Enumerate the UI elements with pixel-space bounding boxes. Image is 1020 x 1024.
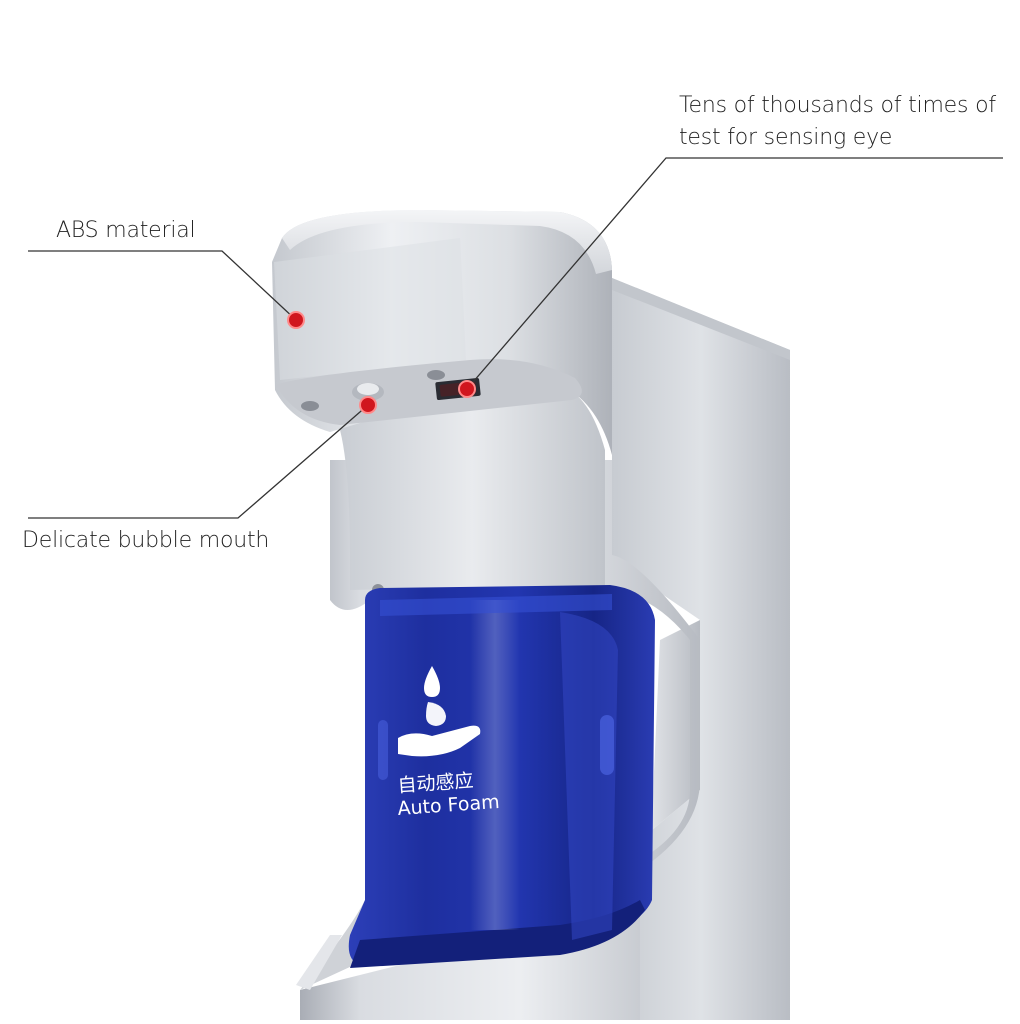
hand-drop-icon (398, 666, 481, 757)
marker-abs (287, 311, 305, 329)
callout-sensing-eye: Tens of thousands of times of test for s… (679, 90, 996, 154)
leader-line-bubble-mouth (28, 404, 369, 519)
callout-bubble-mouth: Delicate bubble mouth (22, 528, 270, 553)
leader-line-abs (28, 250, 297, 321)
callout-abs-material: ABS material (56, 218, 196, 243)
marker-sensing-eye (458, 380, 476, 398)
callout-leader-lines (28, 157, 1003, 519)
marker-bubble-mouth (359, 396, 377, 414)
soap-tank: 自动感应 Auto Foam (348, 585, 655, 968)
leader-line-sensing-eye (466, 157, 1003, 390)
product-label-chinese: 自动感应 (397, 770, 474, 797)
callout-sensing-eye-line2: test for sensing eye (679, 125, 893, 150)
callout-sensing-eye-line1: Tens of thousands of times of (679, 93, 996, 118)
callout-markers (287, 311, 476, 414)
